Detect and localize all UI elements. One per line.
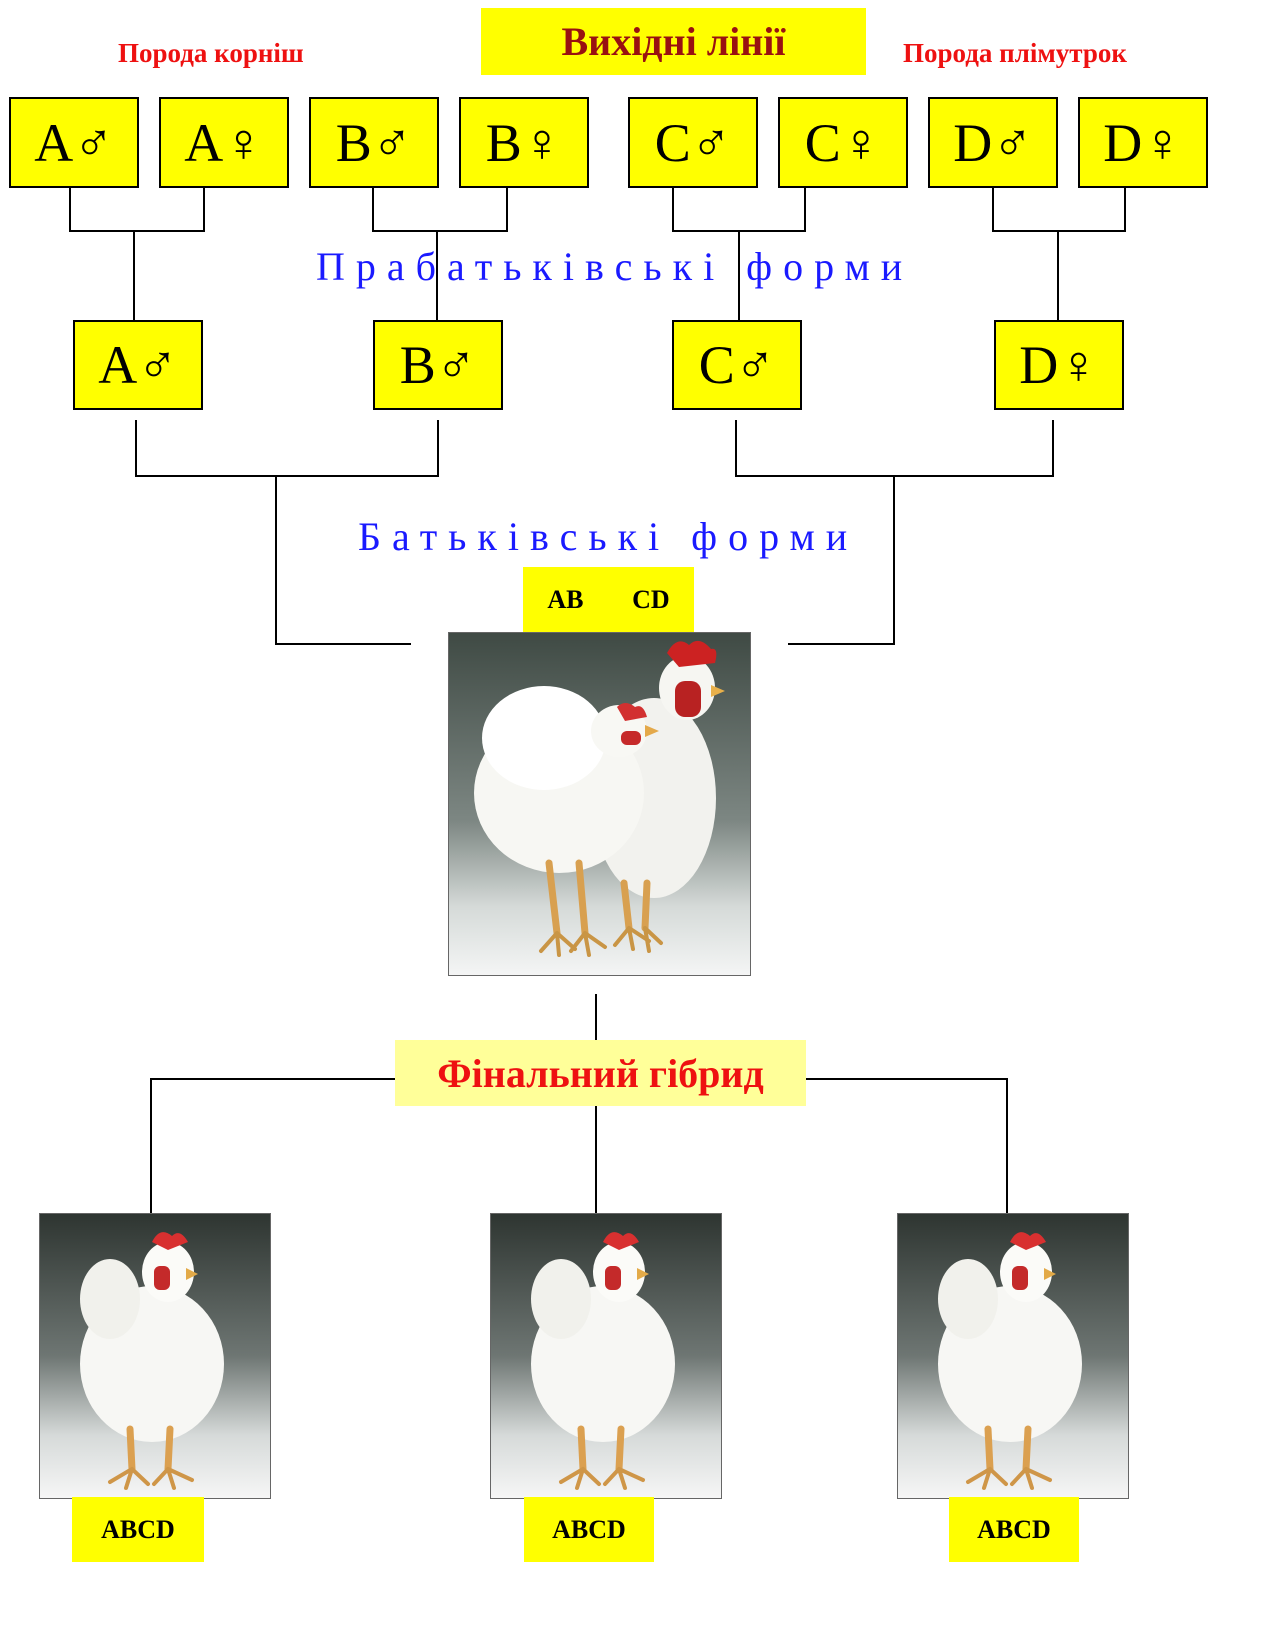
- line-box-d-female: D♀: [1078, 97, 1208, 188]
- line-box-b-male: B♂: [309, 97, 439, 188]
- connector: [788, 643, 895, 645]
- connector: [275, 643, 411, 645]
- final-hybrid-banner: Фінальний гібрид: [395, 1040, 806, 1106]
- grandparent-stage-label: Прабатьківські форми: [316, 244, 914, 289]
- offspring-label-1: ABCD: [72, 1497, 204, 1562]
- connector: [893, 475, 895, 645]
- line-box-b-female: B♀: [459, 97, 589, 188]
- line-box-c-female: C♀: [778, 97, 908, 188]
- offspring-label-2: ABCD: [524, 1497, 654, 1562]
- connector: [595, 994, 597, 1040]
- connector: [1006, 1078, 1008, 1213]
- connector: [992, 188, 994, 231]
- connector: [372, 188, 374, 231]
- parent-pair-photo: [448, 632, 751, 976]
- connector: [1057, 230, 1059, 320]
- grandparent-box-d-female: D♀: [994, 320, 1124, 410]
- connector: [735, 420, 737, 476]
- grandparent-box-c-male: C♂: [672, 320, 802, 410]
- connector: [133, 230, 135, 320]
- connector: [506, 188, 508, 231]
- chicken-image: [898, 1214, 1128, 1498]
- offspring-label-3: ABCD: [949, 1497, 1079, 1562]
- chicken-image: [491, 1214, 721, 1498]
- line-box-a-male: A♂: [9, 97, 139, 188]
- offspring-photo-2: [490, 1213, 722, 1499]
- connector: [1052, 420, 1054, 476]
- connector: [150, 1078, 395, 1080]
- offspring-photo-3: [897, 1213, 1129, 1499]
- connector: [437, 420, 439, 476]
- grandparent-box-b-male: B♂: [373, 320, 503, 410]
- connector: [69, 230, 205, 232]
- connector: [436, 230, 438, 320]
- connector: [804, 188, 806, 231]
- parent-stage-label: Батьківські форми: [358, 514, 859, 559]
- line-box-a-female: A♀: [159, 97, 289, 188]
- line-box-d-male: D♂: [928, 97, 1058, 188]
- connector: [150, 1078, 152, 1213]
- connector: [806, 1078, 1008, 1080]
- breed-label-cornish: Порода корніш: [118, 38, 304, 68]
- offspring-photo-1: [39, 1213, 271, 1499]
- parent-label-ab: AB: [547, 584, 584, 614]
- grandparent-box-a-male: A♂: [73, 320, 203, 410]
- connector: [738, 230, 740, 320]
- parent-cross-label: AB CD: [523, 567, 694, 632]
- connector: [203, 188, 205, 231]
- connector: [135, 475, 439, 477]
- connector: [992, 230, 1126, 232]
- connector: [672, 188, 674, 231]
- chickens-pair-image: [449, 633, 750, 975]
- initial-lines-title: Вихідні лінії: [481, 8, 866, 75]
- connector: [595, 1106, 597, 1213]
- breed-label-plymouth-rock: Порода плімутрок: [903, 38, 1127, 68]
- line-box-c-male: C♂: [628, 97, 758, 188]
- chicken-image: [40, 1214, 270, 1498]
- connector: [372, 230, 508, 232]
- connector: [1124, 188, 1126, 231]
- connector: [135, 420, 137, 476]
- connector: [69, 188, 71, 231]
- connector: [275, 475, 277, 645]
- parent-label-cd: CD: [632, 584, 670, 614]
